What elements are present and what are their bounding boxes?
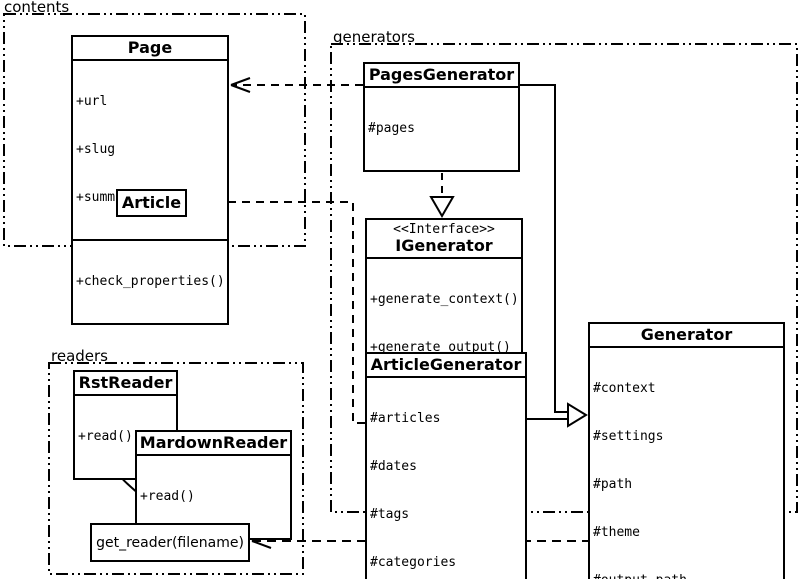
attribute-row: #pages [368, 121, 415, 136]
class-title: Generator [640, 325, 733, 344]
package-label-readers: readers [51, 347, 108, 365]
class-title: <<Interface>> IGenerator [367, 220, 521, 257]
hollow-triangle-icon [567, 402, 588, 428]
attributes-compartment: #articles #dates #tags #categories [367, 376, 525, 579]
class-box-article-generator: ArticleGenerator #articles #dates #tags … [365, 352, 527, 579]
class-title: RstReader [78, 373, 173, 392]
methods-compartment: +check_properties() [73, 239, 227, 323]
class-box-pages-generator: PagesGenerator #pages [363, 62, 520, 172]
attribute-row: #context [593, 381, 656, 396]
class-title: Article [121, 193, 182, 212]
attribute-row: #path [593, 477, 633, 492]
class-box-generator: Generator #context #settings #path #them… [588, 322, 785, 579]
method-row: +read() [78, 429, 133, 444]
attribute-row: #output_path [593, 573, 780, 579]
attributes-compartment: #context #settings #path #theme #output_… [590, 346, 783, 579]
package-label-generators: generators [333, 28, 415, 46]
attribute-row: #settings [593, 429, 664, 444]
dependency-arrow-pagesgenerator-to-page [230, 77, 363, 93]
methods-compartment: +read() [75, 394, 176, 478]
open-arrowhead-icon [230, 77, 251, 93]
inheritance-arrow-to-generator [520, 84, 588, 428]
class-title: MardownReader [139, 433, 288, 452]
class-title: ArticleGenerator [370, 355, 522, 374]
package-border-generators [330, 43, 798, 513]
attribute-row: +url [76, 94, 108, 109]
method-row: +generate_output() [370, 340, 511, 355]
method-row: +generate_context() [370, 292, 519, 307]
hollow-triangle-icon [429, 196, 455, 218]
attribute-row: #categories [370, 555, 457, 570]
methods-compartment: +read() [137, 454, 290, 538]
attribute-row: #tags [370, 507, 410, 522]
attribute-row: #dates [370, 459, 417, 474]
package-label-contents: contents [4, 0, 70, 16]
attribute-row: #theme [593, 525, 640, 540]
class-box-markdown-reader: MardownReader +read() [135, 430, 292, 540]
method-row: +read() [140, 489, 195, 504]
function-box-get-reader: get_reader(filename) [90, 523, 250, 562]
stereotype-label: <<Interface>> [393, 222, 495, 237]
class-title: Page [127, 38, 173, 57]
function-label: get_reader(filename) [96, 534, 244, 551]
class-title-text: IGenerator [395, 236, 493, 255]
attribute-row: #articles [370, 411, 441, 426]
class-box-page: Page +url +slug +summary +check_properti… [71, 35, 229, 325]
method-row: +check_properties() [76, 274, 225, 289]
package-border-readers [48, 362, 304, 575]
class-box-article: Article [116, 189, 187, 217]
class-title: PagesGenerator [368, 65, 515, 84]
attribute-row: +slug [76, 142, 116, 157]
methods-compartment: +generate_context() +generate_output() [367, 257, 521, 389]
attributes-compartment: #pages [365, 86, 518, 170]
